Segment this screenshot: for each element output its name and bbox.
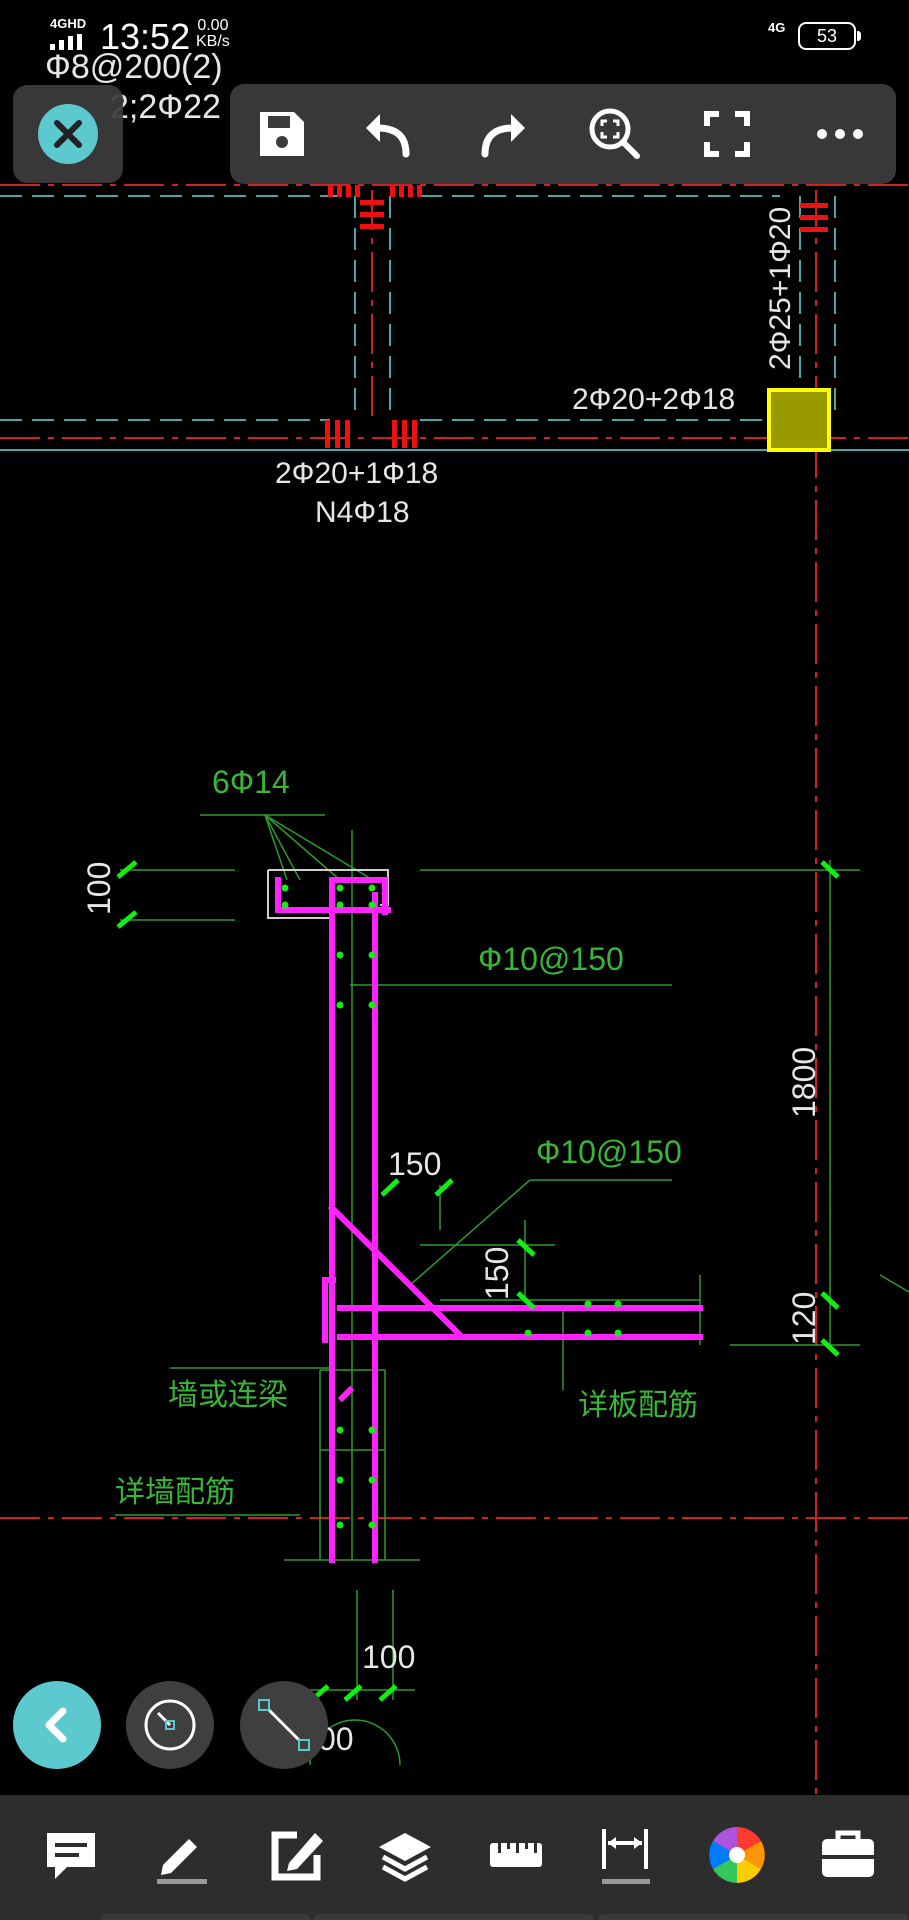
stirrup-label-2: Ф10@150	[536, 1134, 682, 1170]
network-type: 4GHD	[50, 16, 87, 31]
redo-icon	[481, 114, 525, 158]
status-bar: 4GHD 13:52 0.00 KB/s 4G 53	[0, 0, 909, 68]
selection-box	[767, 388, 831, 452]
net-speed: 0.00 KB/s	[196, 18, 230, 50]
dim-1800: 1800	[786, 1047, 822, 1118]
fullscreen-icon	[704, 111, 750, 157]
dimension-button[interactable]	[596, 1825, 656, 1885]
edit-button[interactable]	[267, 1825, 327, 1885]
rebar-dots	[281, 884, 622, 1529]
pencil-icon	[157, 1839, 207, 1884]
battery-icon: 53	[798, 22, 861, 50]
clock: 13:52	[100, 16, 191, 57]
toolbox-icon	[822, 1830, 874, 1877]
rebar-left-vertical	[329, 877, 388, 1563]
note-slab-reinforcement: 详板配筋	[578, 1389, 698, 1422]
rebar-cage	[275, 877, 703, 1563]
beam-label-bottom-1: 2Ф20+1Ф18	[275, 457, 438, 490]
redo-button[interactable]	[473, 104, 533, 164]
circle-radius-icon	[144, 1699, 196, 1751]
radius-tool-button[interactable]	[126, 1681, 214, 1769]
ruler-icon	[490, 1843, 542, 1867]
fullscreen-button[interactable]	[697, 104, 757, 164]
note-wall-reinforcement: 详墙配筋	[115, 1476, 235, 1509]
net-speed-value: 0.00	[197, 17, 229, 34]
dim-100-top: 100	[81, 862, 117, 915]
save-icon	[260, 112, 304, 156]
top-toolbar	[230, 84, 896, 184]
zoom-fit-button[interactable]	[585, 104, 645, 164]
more-icon	[817, 129, 863, 139]
vertical-rebar-label: 2Ф25+1Ф20	[764, 207, 797, 370]
rebar-diagonal	[327, 1203, 465, 1340]
top-partial-label-1: Ф8@200(2)	[45, 48, 223, 86]
ruler-button[interactable]	[486, 1825, 546, 1885]
close-button[interactable]	[38, 104, 98, 164]
more-button[interactable]	[810, 104, 870, 164]
beam-label-right: 2Ф20+2Ф18	[572, 383, 735, 416]
bottom-toolbar	[0, 1795, 909, 1920]
toolbox-button[interactable]	[818, 1825, 878, 1885]
rebar-label-6phi14: 6Ф14	[212, 764, 290, 800]
back-button[interactable]	[13, 1681, 101, 1769]
close-panel	[13, 85, 123, 183]
axis-lines	[0, 184, 909, 1920]
pencil-button[interactable]	[151, 1825, 211, 1885]
undo-icon	[366, 114, 410, 158]
line-tool-button[interactable]	[240, 1681, 328, 1769]
dim-120: 120	[786, 1292, 822, 1345]
zoom-fit-icon	[589, 108, 640, 159]
line-segment-icon	[258, 1699, 310, 1751]
color-button[interactable]	[707, 1825, 767, 1885]
dim-150-horizontal: 150	[388, 1146, 441, 1182]
layers-icon	[379, 1833, 431, 1882]
comment-button[interactable]	[41, 1825, 101, 1885]
dimension-icon	[602, 1829, 650, 1884]
dim-100-bottom: 100	[362, 1639, 415, 1675]
dim-150-vertical: 150	[479, 1247, 515, 1300]
wall-lines	[0, 195, 836, 421]
wall-outline	[267, 869, 389, 1560]
edit-icon	[271, 1831, 323, 1881]
stirrup-label-1: Ф10@150	[478, 941, 624, 977]
dimension-ticks	[116, 860, 840, 1702]
close-icon	[54, 120, 82, 148]
network-type-right: 4G	[768, 20, 786, 35]
undo-button[interactable]	[358, 104, 418, 164]
color-wheel-icon	[709, 1827, 765, 1883]
note-wall-or-beam: 墙或连梁	[168, 1379, 288, 1412]
signal-icon	[50, 34, 82, 50]
rebar-marks	[325, 185, 828, 448]
comment-icon	[47, 1833, 95, 1879]
tab-strip	[0, 1910, 909, 1920]
beam-label-bottom-2: N4Ф18	[315, 496, 410, 529]
net-speed-unit: KB/s	[196, 33, 230, 50]
top-partial-label-2: 2;2Ф22	[110, 88, 221, 126]
layers-button[interactable]	[375, 1825, 435, 1885]
chevron-left-icon	[45, 1707, 67, 1743]
save-button[interactable]	[252, 104, 312, 164]
